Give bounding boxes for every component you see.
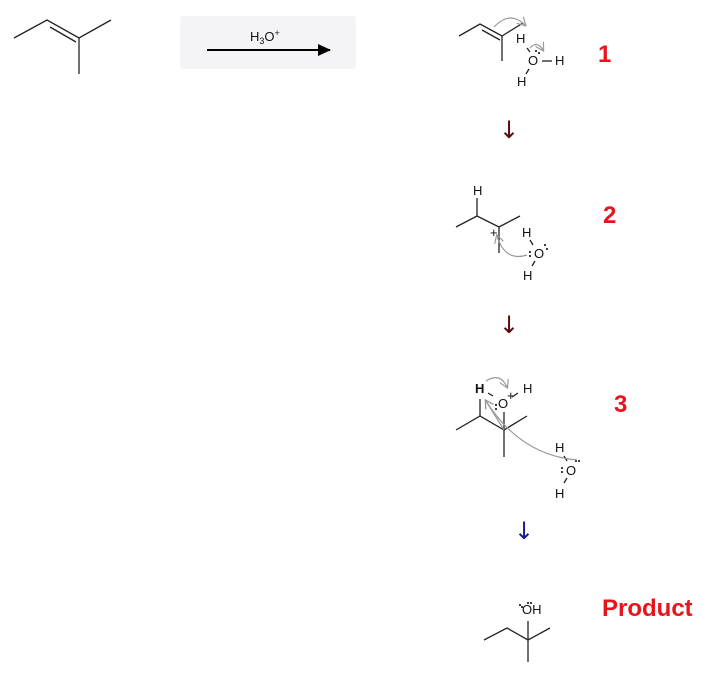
product-label: Product [602, 595, 693, 622]
step-number-1: 1 [598, 41, 611, 68]
svg-text:H3O+: H3O+ [250, 28, 280, 46]
svg-text:H: H [473, 183, 482, 198]
step-arrow-3: ↓ [514, 517, 534, 545]
curved-arrow [486, 401, 578, 461]
step-arrow-2: ↓ [499, 311, 519, 339]
step-2-structure: H + H O H [455, 183, 548, 283]
reagent-arrow: H3O+ [180, 16, 356, 69]
curved-arrow [529, 44, 543, 50]
curved-arrow [485, 377, 507, 387]
step-1-structure: H O H H [458, 18, 564, 89]
svg-text:OH: OH [522, 602, 542, 617]
svg-text:H: H [555, 53, 564, 68]
svg-text:O: O [528, 53, 538, 68]
curved-arrow [497, 236, 528, 258]
curved-arrow [493, 18, 525, 28]
svg-text:H: H [517, 74, 526, 89]
starting-alkene [13, 19, 112, 74]
svg-text:O: O [534, 246, 544, 261]
step-number-3: 3 [614, 391, 627, 418]
svg-text:H: H [523, 268, 532, 283]
svg-text:H: H [523, 381, 532, 396]
svg-text:+: + [507, 388, 515, 403]
product-structure: OH [483, 602, 551, 662]
svg-text:O: O [566, 463, 576, 478]
svg-text:H: H [555, 440, 564, 455]
svg-text:H: H [555, 486, 564, 501]
svg-text:H: H [475, 381, 484, 396]
svg-text:H: H [522, 225, 531, 240]
step-arrow-1: ↓ [499, 116, 519, 144]
svg-text:H: H [516, 31, 525, 46]
step-3-structure: H O + H H O H [455, 377, 580, 501]
svg-text:+: + [490, 225, 498, 240]
svg-text:O: O [498, 396, 508, 411]
step-number-2: 2 [603, 202, 616, 229]
